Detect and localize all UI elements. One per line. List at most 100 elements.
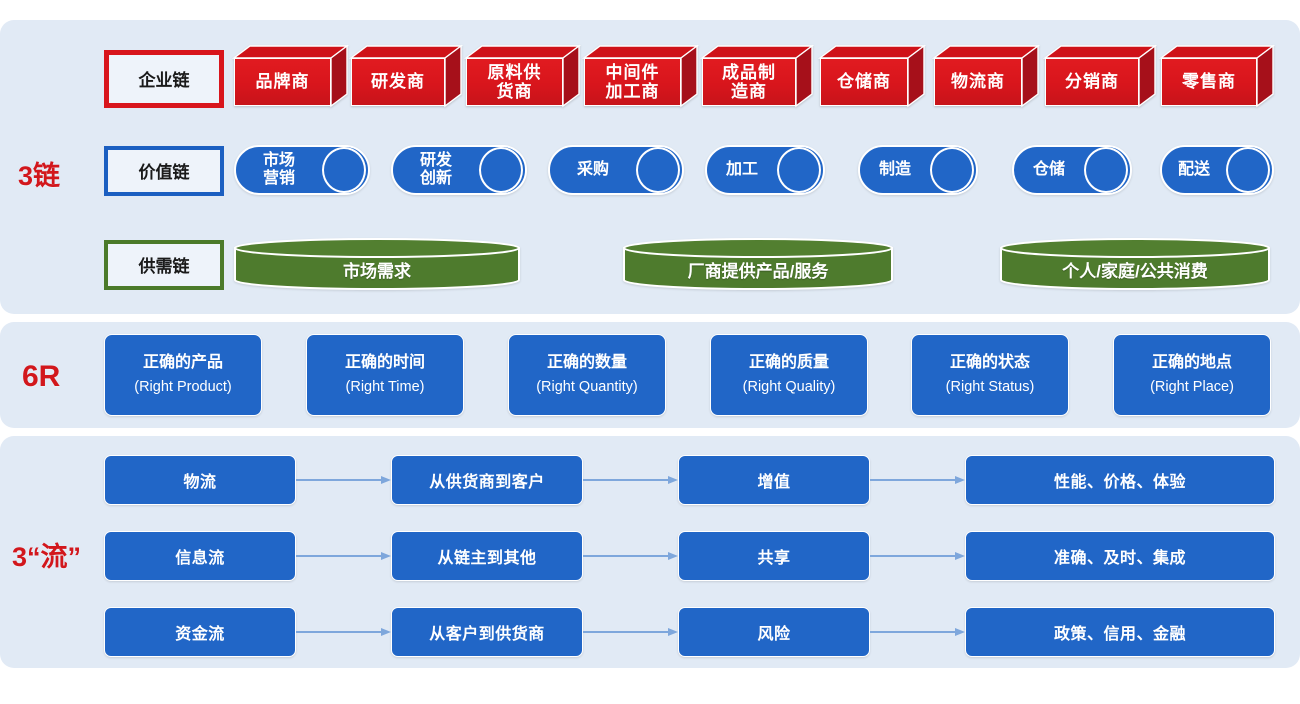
value-chain-node-label: 配送 — [1177, 160, 1210, 178]
enterprise-chain-node[interactable]: 分销商 — [1042, 44, 1158, 108]
six-r-card-cn: 正确的数量 — [546, 353, 627, 371]
six-r-card-cn: 正确的产品 — [142, 353, 223, 371]
cube-3d-shape — [348, 44, 464, 108]
flow-direction-box[interactable]: 从链主到其他 — [391, 531, 583, 581]
flow-name-box[interactable]: 物流 — [104, 455, 296, 505]
value-chain-node[interactable]: 采购 — [548, 145, 684, 195]
flow-arrow-icon — [870, 474, 965, 486]
flow-direction-box[interactable]: 从客户到供货商 — [391, 607, 583, 657]
supply-demand-chain-node[interactable]: 厂商提供产品/服务 — [623, 238, 893, 290]
six-r-card-en: (Right Quality) — [742, 378, 836, 395]
value-chain-node[interactable]: 仓储 — [1012, 145, 1132, 195]
flow-attributes-box[interactable]: 性能、价格、体验 — [965, 455, 1275, 505]
drum-3d-shape — [623, 238, 893, 290]
enterprise-chain-node[interactable]: 物流商 — [931, 44, 1041, 108]
value-chain-node[interactable]: 制造 — [858, 145, 978, 195]
six-r-card[interactable]: 正确的数量 (Right Quantity) — [508, 334, 666, 416]
flow-arrow-icon — [870, 550, 965, 562]
enterprise-chain-node[interactable]: 研发商 — [348, 44, 464, 108]
cylinder-cap — [930, 147, 974, 193]
six-r-card-en: (Right Time) — [345, 378, 425, 395]
drum-3d-shape — [1000, 238, 1270, 290]
six-r-card-en: (Right Product) — [134, 378, 232, 395]
flow-name-box[interactable]: 信息流 — [104, 531, 296, 581]
enterprise-chain-node-label: 分销商 — [1045, 58, 1139, 106]
value-chain-node[interactable]: 配送 — [1160, 145, 1274, 195]
supply-demand-chain-node-label: 厂商提供产品/服务 — [687, 261, 829, 281]
enterprise-chain-node-label: 仓储商 — [820, 58, 908, 106]
cube-3d-shape — [463, 44, 582, 108]
cylinder-cap — [636, 147, 680, 193]
enterprise-chain-node[interactable]: 零售商 — [1158, 44, 1276, 108]
cube-3d-shape — [1158, 44, 1276, 108]
cube-3d-shape — [931, 44, 1041, 108]
cube-3d-shape — [817, 44, 927, 108]
value-chain-node-label: 仓储 — [1032, 160, 1065, 178]
flow-arrow-icon — [296, 474, 391, 486]
value-chain-node-label: 市场营销 — [262, 151, 295, 187]
supply-demand-chain-node-label: 个人/家庭/公共消费 — [1062, 261, 1208, 281]
six-r-card[interactable]: 正确的地点 (Right Place) — [1113, 334, 1271, 416]
cube-3d-shape — [699, 44, 815, 108]
six-r-card[interactable]: 正确的产品 (Right Product) — [104, 334, 262, 416]
six-r-card-en: (Right Place) — [1150, 378, 1234, 395]
value-chain-node[interactable]: 加工 — [705, 145, 825, 195]
enterprise-chain-node-label: 中间件加工商 — [584, 58, 681, 106]
value-chain-node[interactable]: 研发创新 — [391, 145, 527, 195]
flow-arrow-icon — [296, 550, 391, 562]
enterprise-chain-node[interactable]: 品牌商 — [231, 44, 350, 108]
cylinder-cap — [1084, 147, 1128, 193]
six-r-card-cn: 正确的地点 — [1151, 353, 1232, 371]
value-chain-node-label: 加工 — [725, 160, 758, 178]
enterprise-chain-node[interactable]: 仓储商 — [817, 44, 927, 108]
flow-attributes-box[interactable]: 准确、及时、集成 — [965, 531, 1275, 581]
flow-effect-box[interactable]: 增值 — [678, 455, 870, 505]
supply-demand-chain-node[interactable]: 个人/家庭/公共消费 — [1000, 238, 1270, 290]
enterprise-chain-node-label: 物流商 — [934, 58, 1022, 106]
value-chain-node-label: 采购 — [576, 160, 609, 178]
section-label-three-flows: 3“流” — [12, 542, 82, 572]
supply-demand-chain-node-label: 市场需求 — [343, 261, 411, 281]
section-label-six-r: 6R — [22, 360, 61, 393]
enterprise-chain-node-label: 品牌商 — [234, 58, 331, 106]
chain-tag-supply-demand-label: 供需链 — [138, 256, 190, 276]
enterprise-chain-node[interactable]: 原料供货商 — [463, 44, 582, 108]
flow-effect-box[interactable]: 风险 — [678, 607, 870, 657]
supply-demand-chain-node[interactable]: 市场需求 — [234, 238, 520, 290]
cylinder-cap — [1226, 147, 1270, 193]
six-r-card-cn: 正确的时间 — [344, 353, 425, 371]
cylinder-cap — [322, 147, 366, 193]
flow-arrow-icon — [870, 626, 965, 638]
cylinder-cap — [479, 147, 523, 193]
enterprise-chain-node-label: 成品制造商 — [702, 58, 796, 106]
chain-tag-value[interactable]: 价值链 — [104, 146, 224, 196]
flow-name-box[interactable]: 资金流 — [104, 607, 296, 657]
enterprise-chain-node-label: 原料供货商 — [466, 58, 563, 106]
value-chain-node-label: 研发创新 — [419, 151, 452, 187]
six-r-card[interactable]: 正确的状态 (Right Status) — [911, 334, 1069, 416]
enterprise-chain-node-label: 零售商 — [1161, 58, 1257, 106]
flow-direction-box[interactable]: 从供货商到客户 — [391, 455, 583, 505]
six-r-card-en: (Right Quantity) — [536, 378, 638, 395]
section-label-three-chains: 3链 — [18, 161, 61, 191]
six-r-card[interactable]: 正确的时间 (Right Time) — [306, 334, 464, 416]
enterprise-chain-node[interactable]: 中间件加工商 — [581, 44, 700, 108]
flow-arrow-icon — [583, 550, 678, 562]
flow-effect-box[interactable]: 共享 — [678, 531, 870, 581]
flow-arrow-icon — [583, 474, 678, 486]
flow-arrow-icon — [583, 626, 678, 638]
drum-3d-shape — [234, 238, 520, 290]
enterprise-chain-node[interactable]: 成品制造商 — [699, 44, 815, 108]
flow-arrow-icon — [296, 626, 391, 638]
six-r-card-cn: 正确的质量 — [748, 353, 829, 371]
chain-tag-supply-demand[interactable]: 供需链 — [104, 240, 224, 290]
six-r-card-cn: 正确的状态 — [949, 353, 1030, 371]
six-r-card-en: (Right Status) — [945, 378, 1035, 395]
cylinder-cap — [777, 147, 821, 193]
value-chain-node[interactable]: 市场营销 — [234, 145, 370, 195]
chain-tag-value-label: 价值链 — [138, 162, 190, 182]
flow-attributes-box[interactable]: 政策、信用、金融 — [965, 607, 1275, 657]
value-chain-node-label: 制造 — [878, 160, 911, 178]
six-r-card[interactable]: 正确的质量 (Right Quality) — [710, 334, 868, 416]
chain-tag-enterprise[interactable]: 企业链 — [104, 50, 224, 108]
